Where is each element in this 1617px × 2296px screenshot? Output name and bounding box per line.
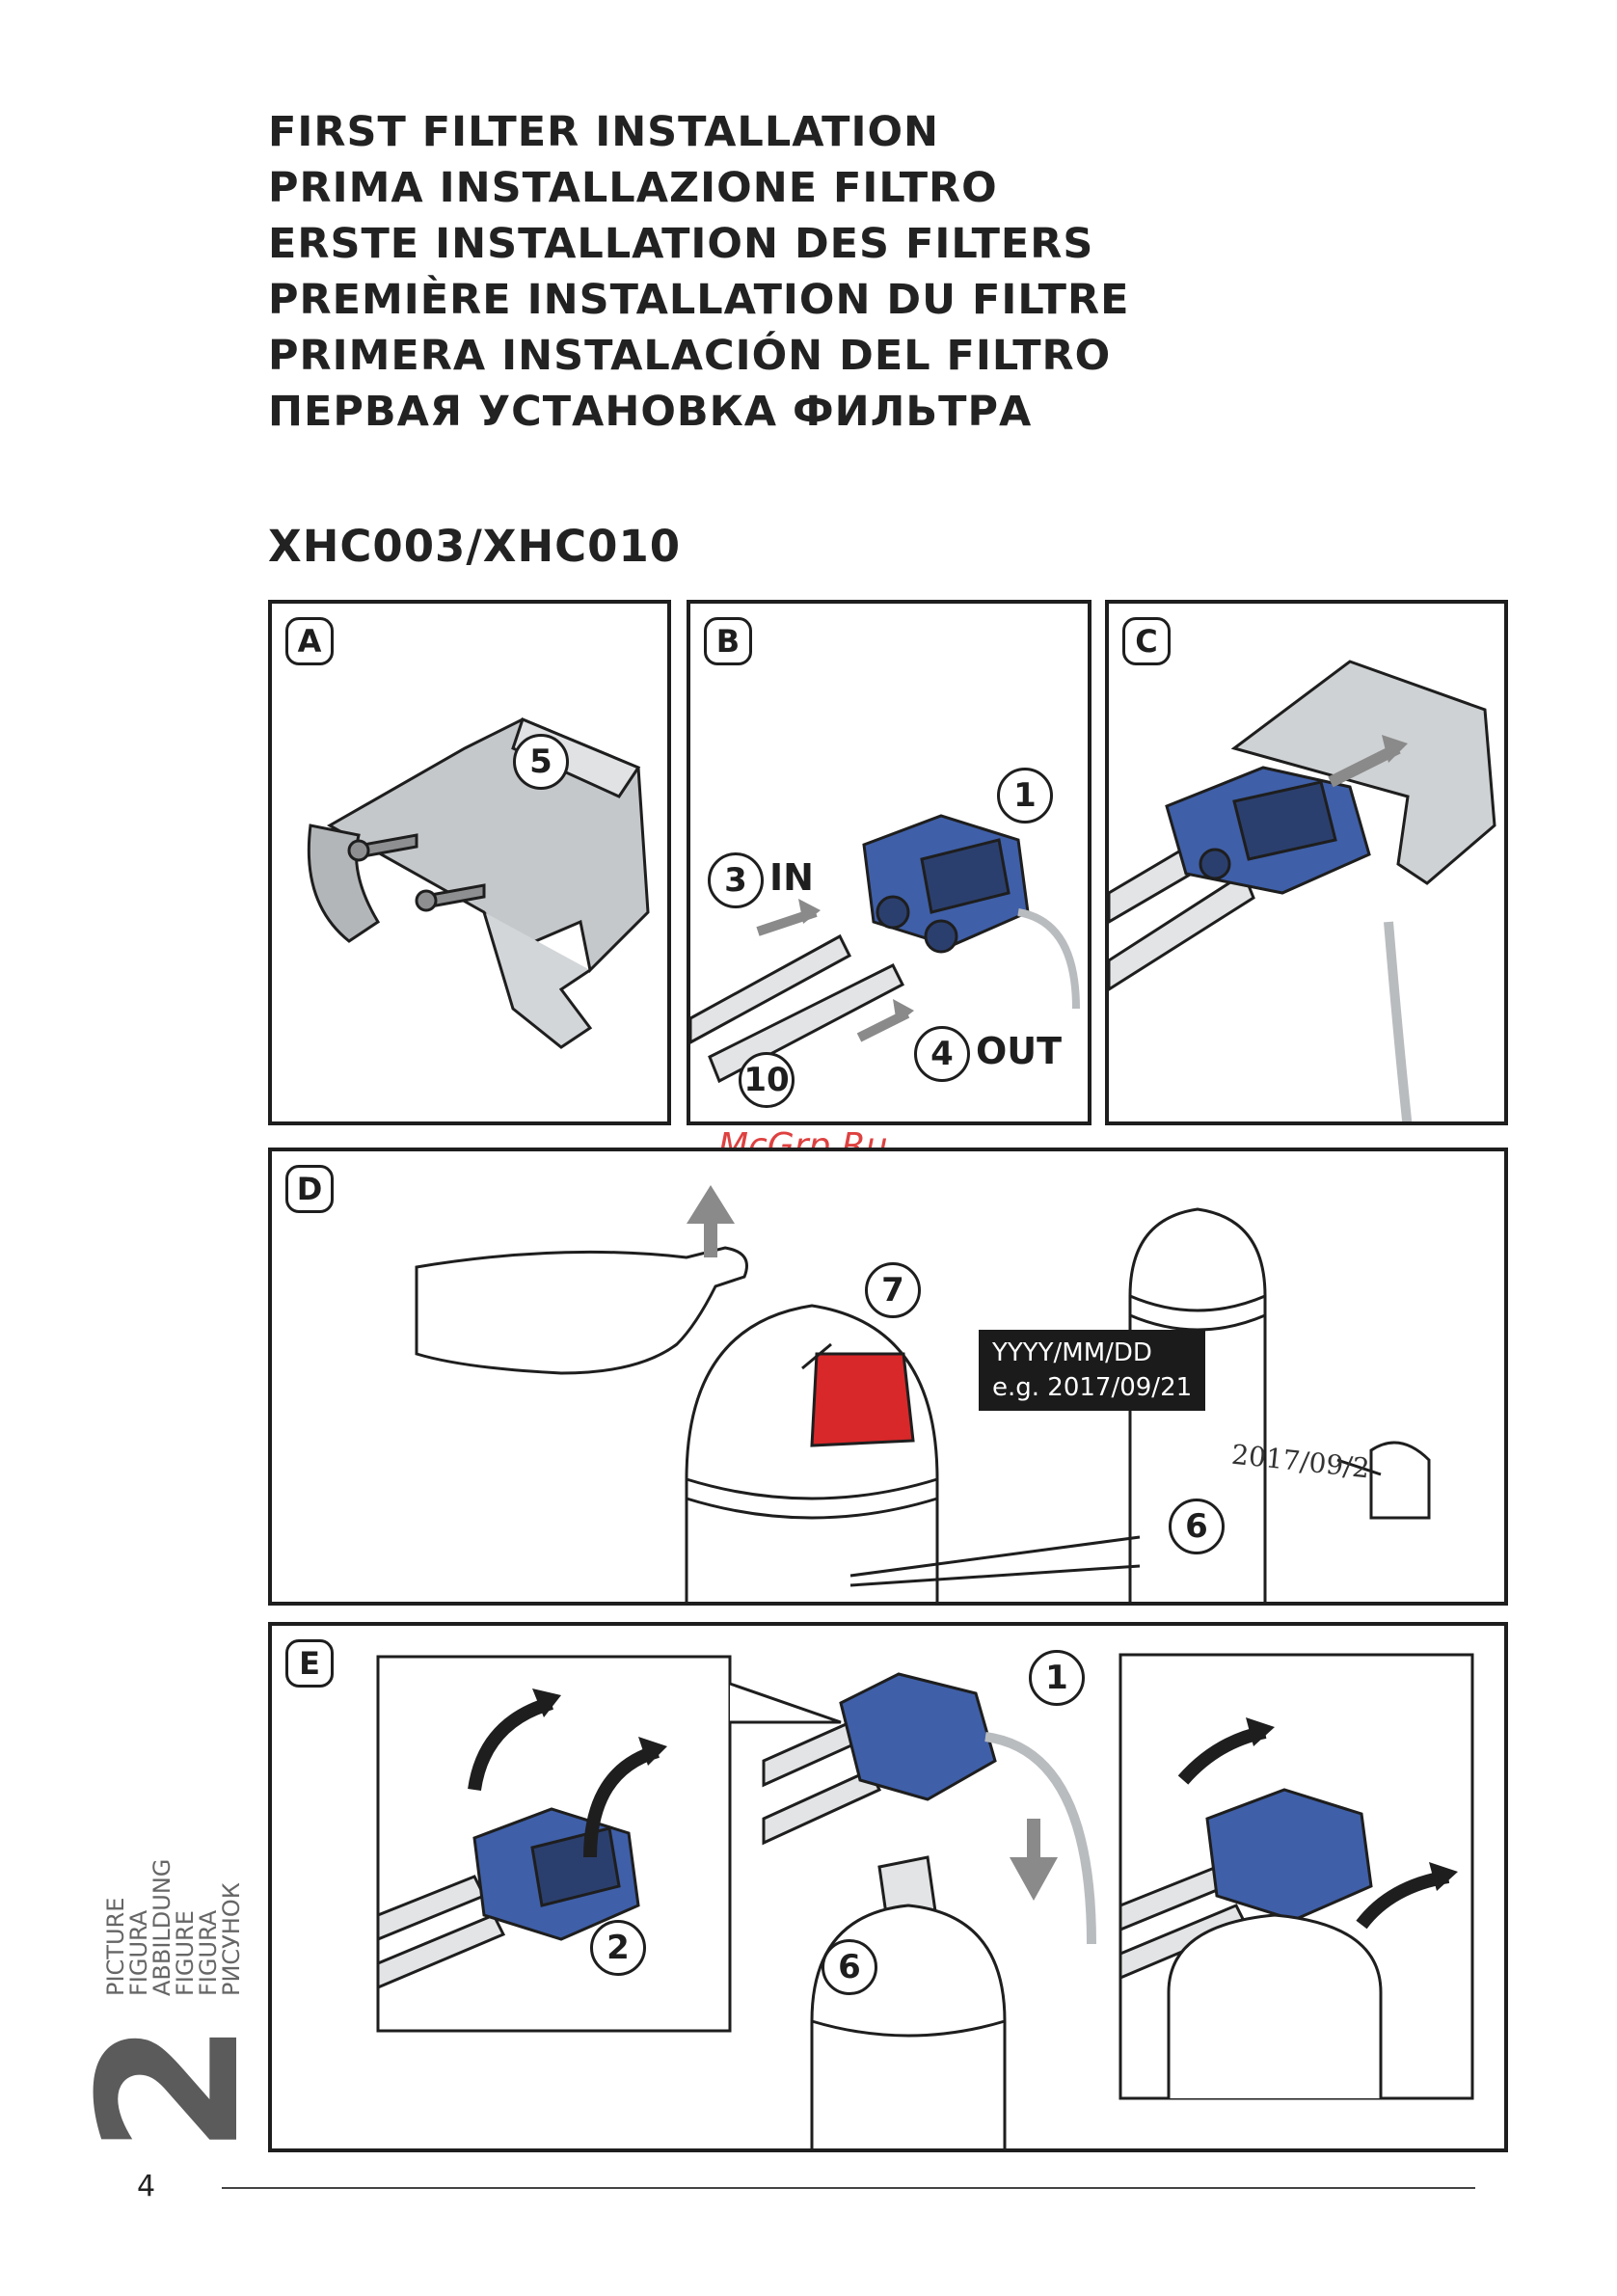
panel-d-badge: D [285,1165,334,1213]
panel-b-badge: B [704,617,752,665]
panel-d: D 7 YYYY/MM/DD e.g. 2017/09/21 2017/09/2… [268,1148,1508,1606]
figure-number: 2 [92,2020,265,2154]
cap-removal-illustration [415,1185,1431,1602]
side-label-ru: РИСУНОК [218,1882,245,1996]
panel-e: E [268,1622,1508,2152]
out-label: OUT [976,1030,1063,1072]
model-heading: XHC003/XHC010 [268,521,682,572]
title-es: PRIMERA INSTALACIÓN DEL FILTRO [268,332,1112,380]
title-en: FIRST FILTER INSTALLATION [268,108,940,156]
page-number: 4 [137,2170,156,2203]
panel-c: C [1105,600,1508,1125]
panel-a: A 5 [268,600,671,1125]
panel-e-badge: E [285,1639,334,1688]
panel-a-badge: A [285,617,334,665]
title-fr: PREMIÈRE INSTALLATION DU FILTRE [268,276,1130,324]
side-label-it: FIGURA [125,1909,152,1996]
callout-5: 5 [513,734,569,790]
side-label-en: PICTURE [102,1897,129,1996]
title-block: FIRST FILTER INSTALLATION PRIMA INSTALLA… [268,104,1129,440]
callout-1-e: 1 [1029,1650,1085,1706]
title-de: ERSTE INSTALLATION DES FILTERS [268,220,1094,268]
valve-head-illustration [690,814,1080,1084]
title-ru: ПЕРВАЯ УСТАНОВКА ФИЛЬТРА [268,388,1033,436]
callout-7: 7 [865,1262,921,1318]
bracket-illustration [307,716,650,1049]
date-format-box: YYYY/MM/DD e.g. 2017/09/21 [979,1330,1206,1411]
callout-1: 1 [997,768,1053,824]
panel-c-badge: C [1122,617,1171,665]
head-mounting-illustration [376,1653,1474,2148]
title-it: PRIMA INSTALLAZIONE FILTRO [268,164,998,212]
figure-number-graphic: 2 [92,2020,265,2154]
callout-10: 10 [739,1052,795,1108]
callout-6-e: 6 [822,1939,877,1995]
callout-4: 4 [914,1026,970,1082]
date-format: YYYY/MM/DD [992,1338,1152,1367]
date-example: e.g. 2017/09/21 [992,1373,1193,1402]
side-label-fr: FIGURE [172,1910,199,1996]
callout-3: 3 [708,852,764,908]
side-label-es: FIGURA [195,1909,222,1996]
panel-b: B 1 3 IN 4 OUT 10 [687,600,1091,1125]
footer-divider [222,2187,1475,2189]
callout-6-d: 6 [1169,1499,1225,1554]
callout-2: 2 [590,1920,646,1976]
mounting-illustration [1109,660,1496,1121]
side-label-de: ABBILDUNG [148,1858,175,1996]
in-label: IN [769,856,814,899]
side-labels: PICTURE FIGURA ABBILDUNG FIGURE FIGURA Р… [102,1858,268,1996]
